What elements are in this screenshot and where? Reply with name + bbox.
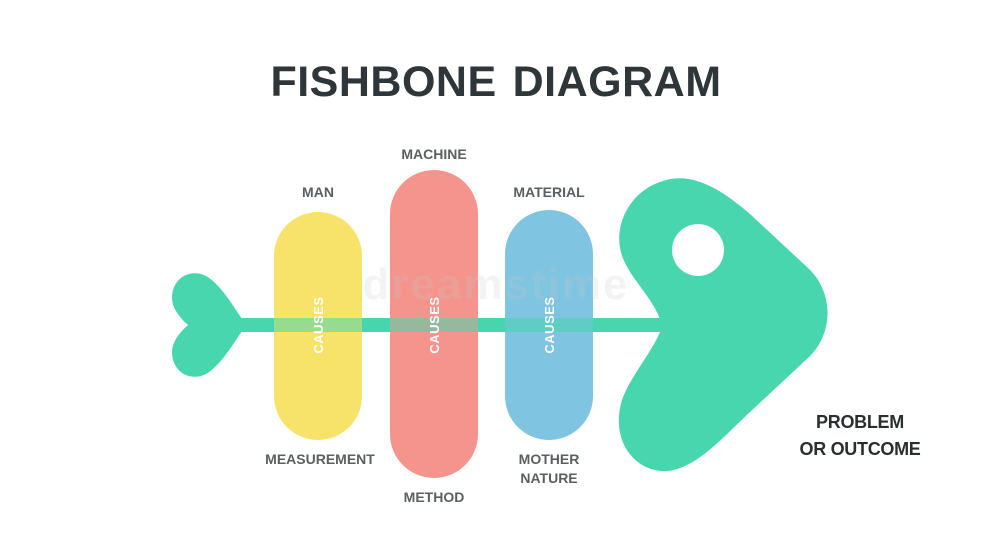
label-mother-nature: MOTHER NATURE: [499, 450, 599, 488]
label-method: METHOD: [403, 489, 465, 505]
label-machine: MACHINE: [401, 146, 467, 162]
fish-tail: [172, 273, 246, 377]
title-word-1: FISHBONE: [270, 58, 497, 106]
bone-text-man: CAUSES: [311, 296, 326, 353]
spine-overlay: [274, 318, 594, 332]
label-man: MAN: [302, 184, 334, 200]
diagram-title: FISHBONE DIAGRAM: [0, 58, 992, 107]
fish-eye: [672, 224, 724, 276]
outcome-line-1: PROBLEM: [816, 412, 904, 432]
label-measurement: MEASUREMENT: [265, 451, 375, 467]
label-nature: NATURE: [520, 470, 578, 486]
problem-outcome-label: PROBLEM OR OUTCOME: [772, 409, 948, 463]
title-word-2: DIAGRAM: [512, 58, 722, 106]
label-mother: MOTHER: [518, 451, 580, 467]
label-material: MATERIAL: [513, 184, 585, 200]
fish-head: [618, 178, 828, 472]
bone-text-material: CAUSES: [542, 296, 557, 353]
bone-text-machine: CAUSES: [427, 296, 442, 353]
outcome-line-2: OR OUTCOME: [799, 439, 921, 459]
